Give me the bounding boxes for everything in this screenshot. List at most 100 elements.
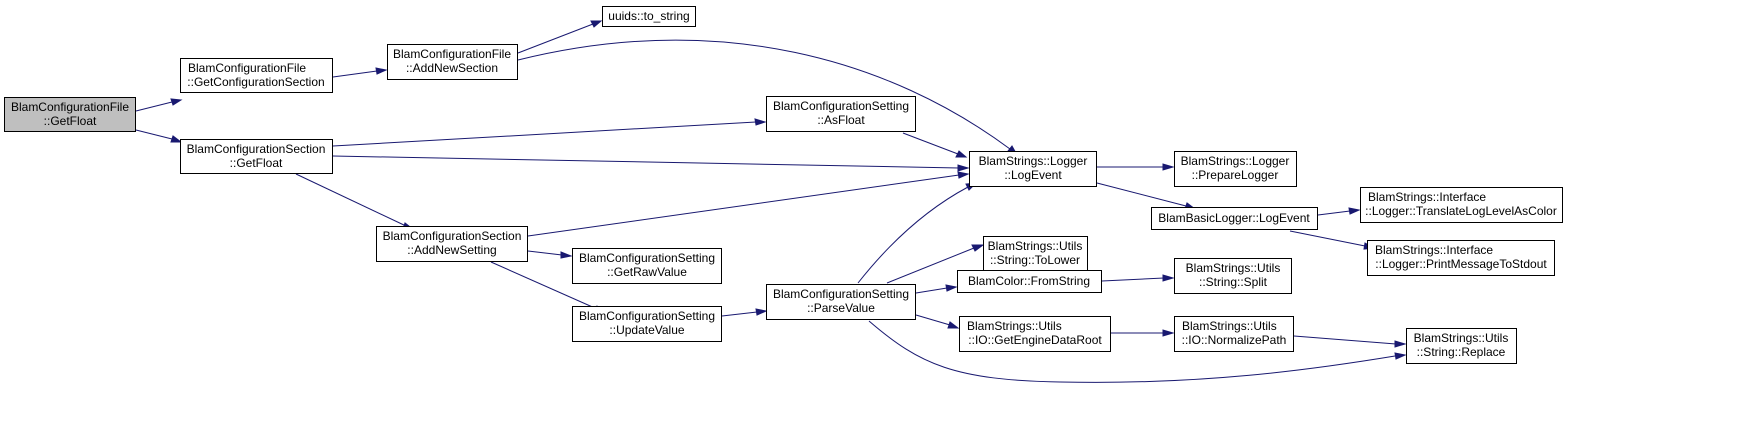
node-basiclogger-logevent[interactable]: BlamBasicLogger::LogEvent (1151, 207, 1318, 230)
edge-section-getfloat-to-asfloat (332, 121, 757, 147)
node-line2: ::GetRawValue (607, 265, 687, 279)
edge-updatevalue-to-parsevalue (721, 311, 758, 317)
node-interface-printmessagetostdout[interactable]: BlamStrings::Interface ::Logger::PrintMe… (1367, 240, 1555, 276)
node-line1: BlamConfigurationFile (188, 61, 306, 75)
node-line2: ::IO::NormalizePath (1182, 333, 1287, 347)
node-configfile-getfloat[interactable]: BlamConfigurationFile ::GetFloat (4, 97, 136, 132)
node-configfile-addnewsection[interactable]: BlamConfigurationFile ::AddNewSection (387, 44, 518, 80)
edge-parsevalue-to-getenginedataroot (915, 314, 951, 326)
node-line2: ::Logger::TranslateLogLevelAsColor (1365, 204, 1557, 218)
node-line1: BlamStrings::Utils (988, 239, 1083, 253)
edge-logevent-to-basiclogger (1096, 182, 1187, 207)
node-line2: ::String::Replace (1417, 345, 1506, 359)
node-line2: ::AddNewSetting (407, 243, 496, 257)
arrowhead (957, 171, 970, 179)
edge-addnewsetting-to-getrawvalue (527, 250, 563, 256)
edge-parsevalue-to-tolower (886, 247, 975, 284)
node-configsetting-updatevalue[interactable]: BlamConfigurationSetting ::UpdateValue (572, 306, 722, 342)
node-line2: ::String::ToLower (990, 253, 1080, 267)
edge-getconfigurationsection-to-addnewsection (332, 70, 378, 78)
arrowhead (945, 284, 958, 292)
node-line2: ::String::Split (1199, 275, 1268, 289)
arrowhead (170, 98, 183, 106)
edge-section-getfloat-to-addnewsetting (295, 173, 407, 227)
node-line1: BlamConfigurationSetting (773, 99, 909, 113)
arrowhead (947, 321, 960, 329)
node-line1: BlamConfigurationSection (187, 142, 326, 156)
node-line1: BlamColor::FromString (968, 274, 1090, 288)
arrowhead (590, 20, 603, 28)
node-line1: BlamStrings::Interface (1368, 190, 1486, 204)
node-line1: BlamBasicLogger::LogEvent (1158, 211, 1310, 225)
node-line1: BlamConfigurationSetting (773, 287, 909, 301)
node-line1: BlamConfigurationSetting (579, 309, 715, 323)
edge-getfloat-to-getconfigurationsection (135, 101, 173, 112)
arrowhead (955, 150, 968, 158)
node-line1: uuids::to_string (608, 9, 689, 23)
edge-basiclogger-to-printmessage (1289, 230, 1366, 247)
arrowhead (560, 251, 573, 259)
node-line1: BlamStrings::Logger (1181, 154, 1290, 168)
nodes-layer: BlamConfigurationFile ::GetFloat BlamCon… (4, 6, 1563, 364)
arrowhead (1162, 329, 1175, 337)
edge-addnewsection-to-logevent (517, 39, 1011, 150)
node-utils-string-tolower[interactable]: BlamStrings::Utils ::String::ToLower (983, 236, 1088, 272)
node-configsection-addnewsetting[interactable]: BlamConfigurationSection ::AddNewSetting (376, 226, 528, 262)
node-line2: ::UpdateValue (609, 323, 684, 337)
arrowhead (1162, 274, 1175, 282)
node-line2: ::Logger::PrintMessageToStdout (1375, 257, 1547, 271)
node-line1: BlamStrings::Utils (1186, 261, 1281, 275)
arrowhead (755, 308, 768, 316)
arrowhead (754, 118, 767, 126)
node-line2: ::IO::GetEngineDataRoot (968, 333, 1102, 347)
node-line2: ::AsFloat (817, 113, 865, 127)
node-line2: ::AddNewSection (406, 61, 498, 75)
node-line1: BlamStrings::Utils (967, 319, 1062, 333)
node-utils-string-split[interactable]: BlamStrings::Utils ::String::Split (1174, 258, 1292, 294)
node-line1: BlamStrings::Logger (979, 154, 1088, 168)
node-line1: BlamConfigurationSetting (579, 251, 715, 265)
node-configfile-getconfigurationsection[interactable]: BlamConfigurationFile ::GetConfiguration… (180, 58, 333, 93)
node-configsetting-getrawvalue[interactable]: BlamConfigurationSetting ::GetRawValue (572, 248, 722, 284)
node-utils-io-getenginedataroot[interactable]: BlamStrings::Utils ::IO::GetEngineDataRo… (959, 316, 1111, 352)
arrowhead (957, 164, 970, 172)
node-line2: ::LogEvent (1004, 168, 1062, 182)
edge-parsevalue-to-replace (868, 320, 1396, 383)
node-line1: BlamConfigurationSection (383, 229, 522, 243)
node-configsetting-parsevalue[interactable]: BlamConfigurationSetting ::ParseValue (766, 284, 916, 320)
edge-addnewsetting-to-logevent (527, 174, 960, 237)
arrowhead (1394, 352, 1407, 360)
node-line2: ::GetConfigurationSection (187, 75, 324, 89)
node-logger-logevent[interactable]: BlamStrings::Logger ::LogEvent (969, 151, 1097, 187)
edge-asfloat-to-logevent (902, 132, 959, 155)
node-interface-translateloglevelascolor[interactable]: BlamStrings::Interface ::Logger::Transla… (1360, 187, 1563, 223)
arrowhead (1348, 207, 1361, 215)
edge-section-getfloat-to-logevent (332, 155, 960, 169)
node-utils-io-normalizepath[interactable]: BlamStrings::Utils ::IO::NormalizePath (1174, 316, 1294, 352)
node-line1: BlamStrings::Interface (1375, 243, 1493, 257)
node-configsetting-asfloat[interactable]: BlamConfigurationSetting ::AsFloat (766, 96, 916, 132)
node-configsection-getfloat[interactable]: BlamConfigurationSection ::GetFloat (180, 139, 333, 174)
node-line1: BlamConfigurationFile (11, 100, 129, 114)
edge-getfloat-to-section-getfloat (135, 129, 173, 140)
arrowhead (1394, 340, 1407, 348)
node-color-fromstring[interactable]: BlamColor::FromString (957, 270, 1102, 293)
node-uuids-to-string[interactable]: uuids::to_string (602, 6, 696, 27)
node-line2: ::GetFloat (44, 114, 97, 128)
edge-parsevalue-to-logevent (857, 186, 969, 284)
arrowhead (170, 135, 183, 143)
edges-layer (135, 20, 1407, 383)
edge-fromstring-to-split (1101, 277, 1165, 282)
edge-normalizepath-to-replace (1293, 335, 1397, 345)
arrowhead (971, 244, 985, 252)
node-utils-string-replace[interactable]: BlamStrings::Utils ::String::Replace (1406, 328, 1517, 364)
arrowhead (1162, 163, 1175, 171)
node-line2: ::GetFloat (230, 156, 283, 170)
node-logger-preparelogger[interactable]: BlamStrings::Logger ::PrepareLogger (1174, 151, 1297, 187)
node-line1: BlamConfigurationFile (393, 47, 511, 61)
edge-basiclogger-to-translateloglevel (1317, 210, 1351, 216)
node-line1: BlamStrings::Utils (1414, 331, 1509, 345)
node-line2: ::ParseValue (807, 301, 875, 315)
node-line1: BlamStrings::Utils (1182, 319, 1277, 333)
